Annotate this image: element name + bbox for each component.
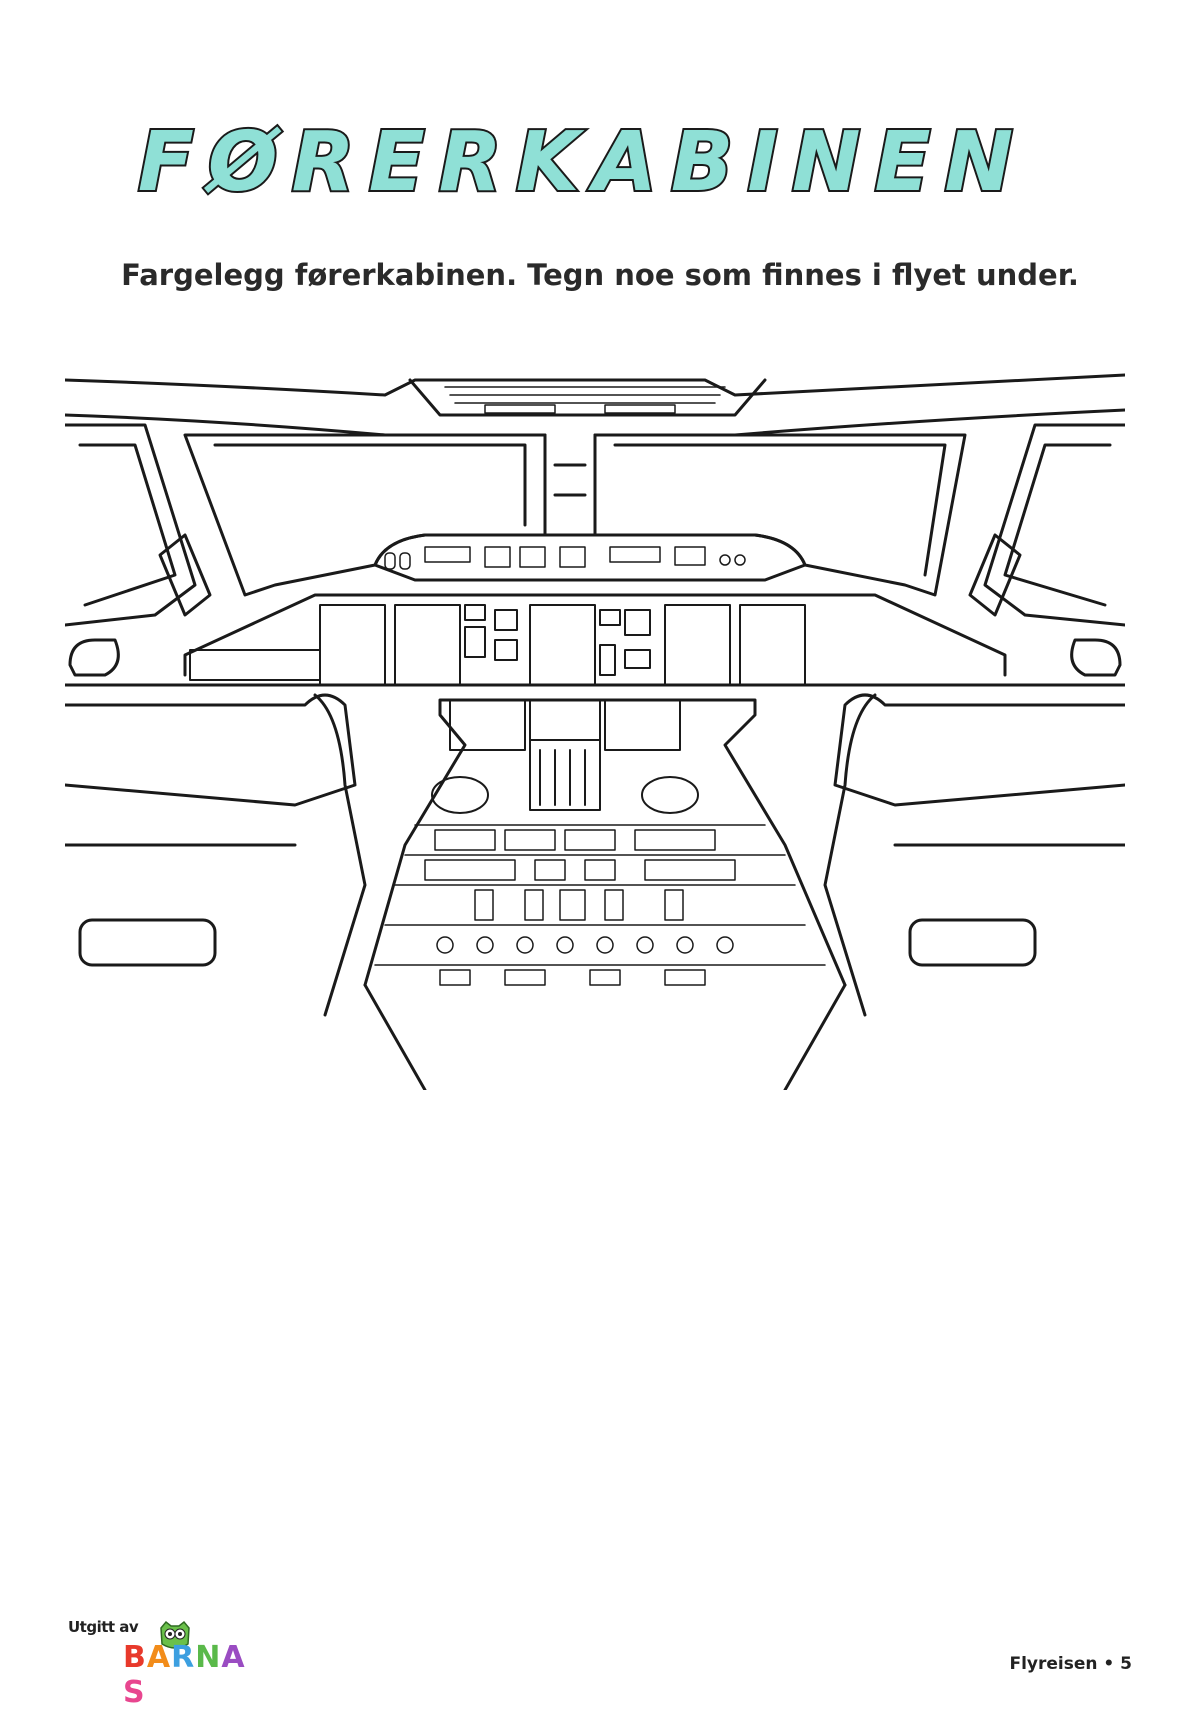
instruction-text: Fargelegg førerkabinen. Tegn noe som fin… [121,258,1079,292]
page-title: FØRERKABINEN [136,113,1028,212]
airplane-cockpit-icon [65,373,1125,1090]
brand-letter: A [146,1640,172,1675]
owl-mascot-icon [160,1620,190,1649]
brand-letter: N [195,1640,222,1675]
publisher-brand: BARNAS [123,1640,268,1710]
page-footer: Flyreisen • 5 [1009,1654,1132,1674]
brand-letter: R [171,1640,196,1675]
brand-letter: S [123,1675,146,1710]
drawing-area[interactable] [65,1100,1125,1570]
brand-letter: B [123,1640,147,1675]
brand-letter: A [221,1640,246,1675]
publisher-logo: Utgitt av BARNAS [68,1618,268,1710]
publisher-prefix: Utgitt av [68,1618,139,1636]
